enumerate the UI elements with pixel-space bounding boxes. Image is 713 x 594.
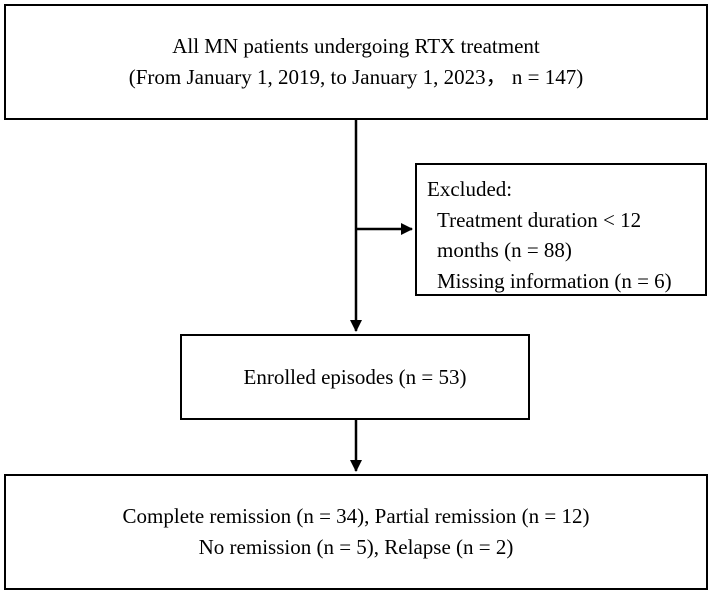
excluded-heading: Excluded: [427,177,513,201]
enrolled-label: Enrolled episodes (n = 53) [243,364,467,389]
all-patients-box: All MN patients undergoing RTX treatment… [4,4,708,120]
outcomes-line-1: Complete remission (n = 34), Partial rem… [122,504,590,528]
excluded-item-missing: Missing information (n = 6) [437,268,672,293]
excluded-item-duration: Treatment duration < 12 [437,207,642,232]
all-patients-title: All MN patients undergoing RTX treatment [172,34,540,58]
excluded-box: Excluded: Treatment duration < 12 months… [415,163,707,296]
all-patients-period: (From January 1, 2019, to January 1, 202… [128,65,584,89]
excluded-item-duration-count: months (n = 88) [437,238,572,262]
outcomes-line-2: No remission (n = 5), Relapse (n = 2) [198,535,514,559]
enrolled-box: Enrolled episodes (n = 53) [180,334,530,420]
outcomes-box: Complete remission (n = 34), Partial rem… [4,474,708,590]
